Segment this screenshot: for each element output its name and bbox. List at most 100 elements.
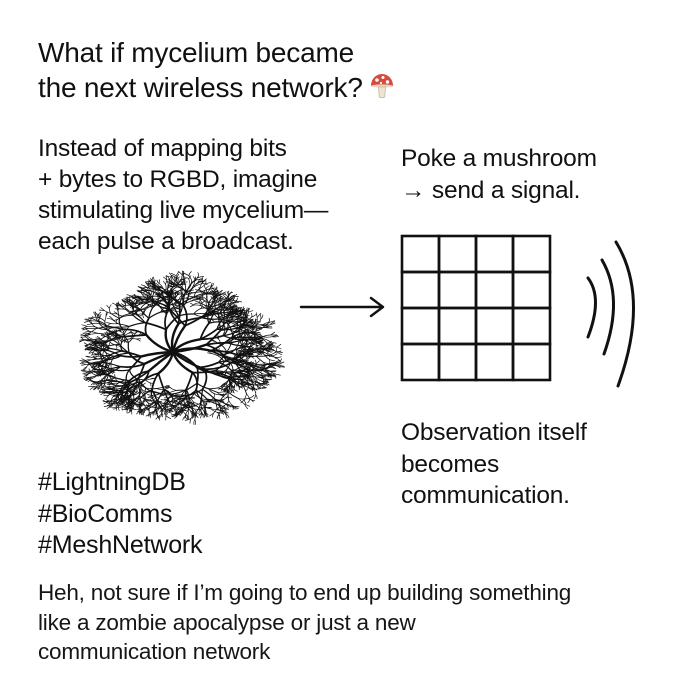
mycelium-branch — [212, 296, 216, 303]
mycelium-branch — [217, 313, 223, 321]
mycelium-branch — [158, 279, 161, 284]
mycelium-branch — [172, 398, 183, 405]
mycelium-branch — [257, 339, 264, 341]
mycelium-branch — [248, 321, 253, 324]
intro-line: + bytes to RGBD, imagine — [38, 166, 318, 193]
mycelium-branch — [237, 347, 243, 354]
mycelium-branch — [256, 327, 266, 330]
mycelium-branch — [168, 284, 177, 295]
mycelium-branch — [237, 369, 246, 372]
mycelium-branch — [132, 389, 135, 395]
mycelium-branch — [157, 372, 165, 391]
mycelium-branch — [179, 287, 190, 295]
mycelium-branch — [227, 313, 229, 322]
mycelium-branch — [250, 327, 264, 334]
mycelium-branch — [221, 385, 228, 388]
mycelium-branch — [205, 285, 210, 290]
mycelium-branch — [115, 402, 117, 407]
mycelium-branch — [269, 322, 276, 325]
mycelium-branch — [227, 294, 229, 301]
mycelium-branch — [271, 335, 279, 338]
mycelium-branch — [226, 376, 230, 384]
mycelium-branch — [128, 355, 143, 371]
mycelium-branch — [149, 293, 156, 303]
mycelium-branch — [111, 395, 115, 401]
mycelium-branch — [80, 336, 87, 338]
mycelium-branch — [206, 295, 208, 301]
mycelium-branch — [104, 315, 107, 322]
mycelium-branch — [153, 391, 157, 397]
mycelium-branch — [137, 290, 144, 294]
mycelium-branch — [152, 276, 155, 283]
mycelium-branch — [199, 322, 210, 341]
mycelium-branch — [208, 387, 219, 390]
mycelium-branch — [97, 315, 100, 322]
mycelium-branch — [262, 334, 272, 337]
mycelium-branch — [255, 349, 266, 356]
mycelium-branch — [144, 317, 150, 336]
mycelium-branch — [254, 383, 264, 386]
mycelium-branch — [208, 351, 213, 354]
mycelium-branch — [127, 395, 132, 401]
mycelium-branch — [136, 407, 141, 411]
mycelium-branch — [261, 367, 271, 370]
observation-line: becomes — [401, 450, 500, 478]
mycelium-branch — [275, 356, 282, 358]
mycelium-branch — [85, 332, 91, 335]
mycelium-branch — [117, 323, 130, 327]
hashtag[interactable]: #LightningDB — [38, 468, 186, 496]
mycelium-branch — [188, 291, 202, 295]
mycelium-branch — [211, 353, 219, 357]
mycelium-branch — [108, 304, 112, 309]
mycelium-branch — [252, 365, 262, 374]
mycelium-branch — [107, 400, 112, 403]
mycelium-branch — [216, 414, 220, 420]
mycelium-branch — [110, 387, 115, 390]
mycelium-branch — [233, 372, 243, 382]
intro-line: each pulse a broadcast. — [38, 228, 294, 255]
mycelium-branch — [98, 320, 108, 327]
mycelium-branch — [160, 289, 170, 298]
mycelium-branch — [237, 354, 257, 357]
mycelium-branch — [204, 398, 208, 407]
mycelium-branch — [84, 345, 90, 349]
hashtag[interactable]: #BioComms — [38, 499, 173, 528]
mycelium-branch — [88, 317, 94, 320]
mycelium-branch — [182, 290, 187, 307]
mycelium-branch — [100, 392, 105, 396]
mycelium-branch — [195, 300, 201, 304]
mycelium-branch — [268, 317, 270, 324]
observation-line: Observation itself — [401, 419, 587, 446]
mycelium-branch — [219, 297, 224, 301]
mycelium-branch — [108, 334, 111, 343]
mycelium-branch — [174, 410, 177, 415]
mycelium-branch — [120, 399, 125, 404]
mycelium-branch — [131, 393, 135, 397]
mycelium-branch — [171, 350, 206, 371]
grid-cell — [437, 270, 478, 310]
mycelium-branch — [94, 362, 100, 364]
hashtag[interactable]: #MeshNetwork — [38, 531, 203, 559]
mycelium-branch — [173, 294, 178, 299]
mycelium-branch — [268, 342, 274, 346]
mycelium-branch — [173, 284, 181, 289]
mycelium-branch — [158, 283, 164, 290]
mycelium-branch — [200, 413, 202, 419]
mycelium-branch — [253, 394, 257, 400]
mycelium-branch — [129, 377, 139, 389]
mycelium-branch — [147, 402, 151, 407]
mycelium-branch — [144, 379, 151, 384]
mycelium-branch — [233, 360, 249, 372]
mycelium-branch — [107, 336, 112, 340]
mycelium-branch — [249, 365, 264, 369]
mycelium-branch — [247, 310, 254, 313]
mycelium-branch — [80, 334, 87, 336]
mycelium-branch — [129, 299, 134, 304]
mycelium-branch — [154, 401, 156, 410]
mycelium-branch — [132, 296, 143, 301]
mycelium-branch — [86, 325, 96, 328]
mycelium-branch — [214, 286, 217, 291]
mycelium-branch — [218, 300, 229, 308]
mycelium-branch — [163, 297, 169, 305]
mycelium-branch — [249, 339, 259, 341]
